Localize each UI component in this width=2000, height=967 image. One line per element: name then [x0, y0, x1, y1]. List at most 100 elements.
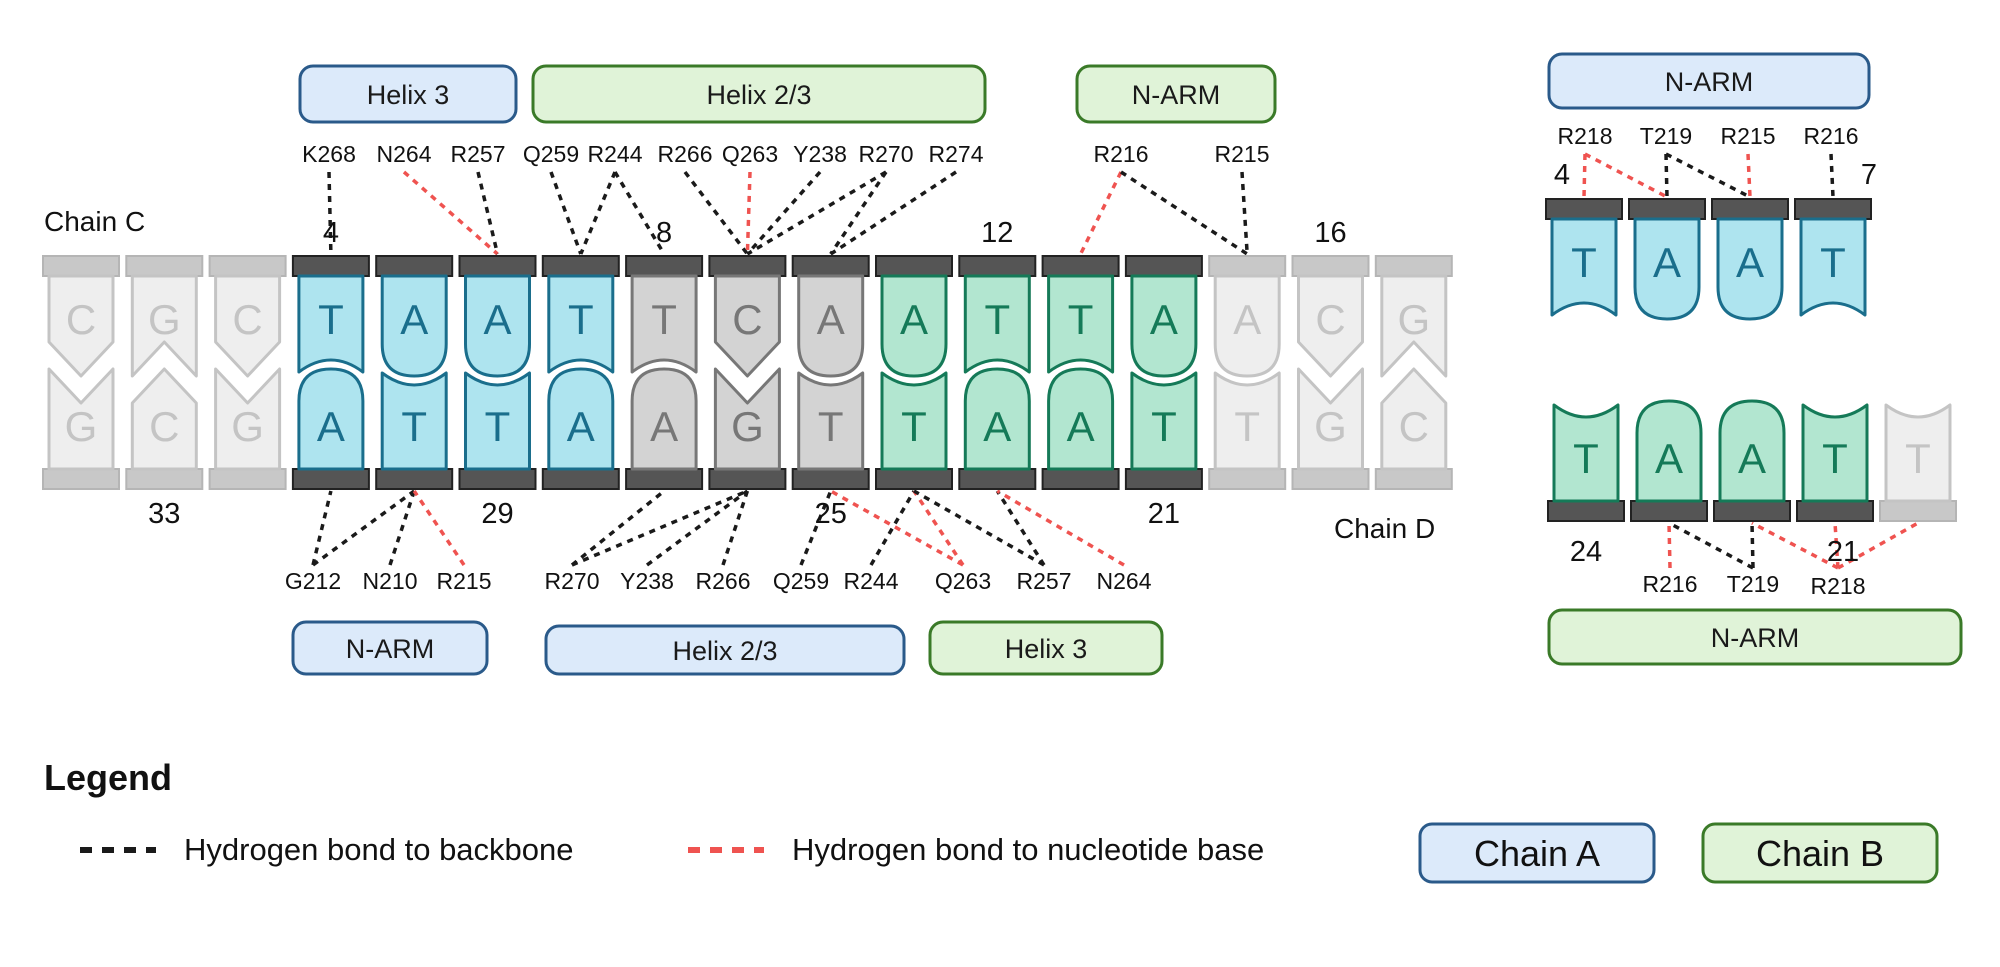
residue-label: R266 — [696, 568, 751, 594]
chain-d-label: Chain D — [1334, 513, 1435, 544]
backbone-segment — [1628, 198, 1706, 220]
backbone-segment — [1041, 255, 1120, 277]
base-letter: A — [1233, 296, 1261, 343]
base-shape — [214, 367, 282, 471]
hbond-to-backbone — [388, 490, 416, 566]
base-letter: T — [401, 403, 427, 450]
base-shape — [880, 371, 948, 471]
base-shape — [1718, 399, 1786, 503]
bottom-base-9: G — [708, 367, 787, 490]
residue-label: R216 — [1094, 141, 1149, 167]
position-number: 12 — [981, 217, 1013, 249]
bottom-domain-3-label: Helix 3 — [1005, 634, 1088, 664]
base-letter: C — [1315, 296, 1345, 343]
right-bottom-base-3: A — [1713, 399, 1791, 522]
base-shape — [1130, 274, 1198, 378]
right-bottom-base-2: A — [1630, 399, 1708, 522]
top-domain-1-label: Helix 3 — [367, 80, 450, 110]
top-base-12: T — [958, 255, 1037, 374]
backbone-segment — [291, 255, 370, 277]
base-shape — [214, 274, 282, 378]
hbond-to-backbone — [1664, 153, 1669, 198]
base-letter: T — [1151, 403, 1177, 450]
hbond-to-backbone — [327, 171, 333, 255]
base-shape — [547, 367, 615, 471]
backbone-segment — [1124, 255, 1203, 277]
base-shape — [1297, 367, 1364, 471]
base-shape — [47, 367, 115, 471]
base-shape — [713, 367, 781, 471]
base-letter: T — [1234, 403, 1260, 450]
right-top-domain-label: N-ARM — [1665, 67, 1754, 97]
backbone-segment — [1208, 255, 1287, 277]
backbone-segment — [1545, 198, 1623, 220]
base-shape — [1884, 403, 1952, 503]
legend-title: Legend — [44, 757, 172, 798]
base-letter: G — [65, 403, 98, 450]
chain-c-label: Chain C — [44, 206, 145, 237]
backbone-segment — [875, 468, 953, 490]
top-domain-1-box — [298, 64, 518, 124]
backbone-segment — [375, 468, 454, 490]
hbond-to-base — [745, 171, 752, 255]
position-number: 29 — [481, 498, 513, 530]
hbond-to-backbone — [1665, 152, 1751, 199]
base-shape — [1213, 274, 1281, 378]
base-letter: T — [901, 403, 927, 450]
top-base-7: T — [541, 255, 620, 374]
hbond-to-backbone — [1120, 170, 1249, 256]
backbone-segment — [1291, 255, 1370, 277]
backbone-segment — [1124, 468, 1203, 490]
top-base-15: A — [1208, 255, 1287, 378]
hbond-to-backbone — [645, 489, 749, 567]
hbond-to-base — [1751, 521, 1839, 570]
base-letter: T — [485, 403, 511, 450]
residue-label: R270 — [545, 568, 600, 594]
base-shape — [130, 274, 198, 378]
bottom-base-14: T — [1124, 371, 1203, 490]
backbone-segment — [375, 255, 454, 277]
bottom-domain-2-label: Helix 2/3 — [672, 636, 777, 666]
hbond-to-backbone — [995, 490, 1046, 566]
hbond-to-backbone — [579, 171, 617, 255]
hbond-to-backbone — [570, 489, 666, 567]
bottom-domain-3-box — [928, 620, 1164, 676]
bottom-base-8: A — [625, 367, 704, 490]
top-base-6: A — [458, 255, 537, 378]
base-shape — [797, 274, 865, 378]
residue-label: N264 — [1097, 568, 1152, 594]
backbone-segment — [1374, 468, 1453, 490]
top-base-1: C — [42, 255, 120, 378]
residue-label: R270 — [859, 141, 914, 167]
backbone-segment — [541, 468, 620, 490]
backbone-segment — [791, 255, 870, 277]
top-base-9: C — [708, 255, 787, 378]
bottom-base-7: A — [541, 367, 620, 490]
bottom-base-10: T — [791, 371, 870, 490]
base-shape — [797, 371, 865, 471]
hbond-to-backbone — [913, 489, 1045, 567]
hbond-to-backbone — [549, 171, 583, 255]
backbone-segment — [1374, 255, 1453, 277]
backbone-segment — [1796, 500, 1874, 522]
base-letter: T — [818, 403, 844, 450]
base-shape — [380, 274, 448, 378]
hbond-to-base — [1079, 171, 1123, 255]
top-base-16: C — [1291, 255, 1370, 378]
base-shape — [880, 274, 948, 378]
hbond-to-backbone — [311, 490, 333, 566]
base-letter: T — [1068, 296, 1094, 343]
hbond-to-base — [1584, 152, 1668, 199]
legend-chain-a-chip — [1418, 822, 1656, 884]
base-shape — [1380, 274, 1448, 378]
backbone-segment — [125, 468, 204, 490]
bottom-base-4: A — [291, 367, 370, 490]
base-letter: T — [318, 296, 344, 343]
backbone-segment — [208, 255, 287, 277]
legend: Legend Hydrogen bond to backbone Hydroge… — [44, 757, 1939, 884]
top-domain-3-label: N-ARM — [1132, 80, 1221, 110]
hbond-to-base — [402, 170, 499, 256]
